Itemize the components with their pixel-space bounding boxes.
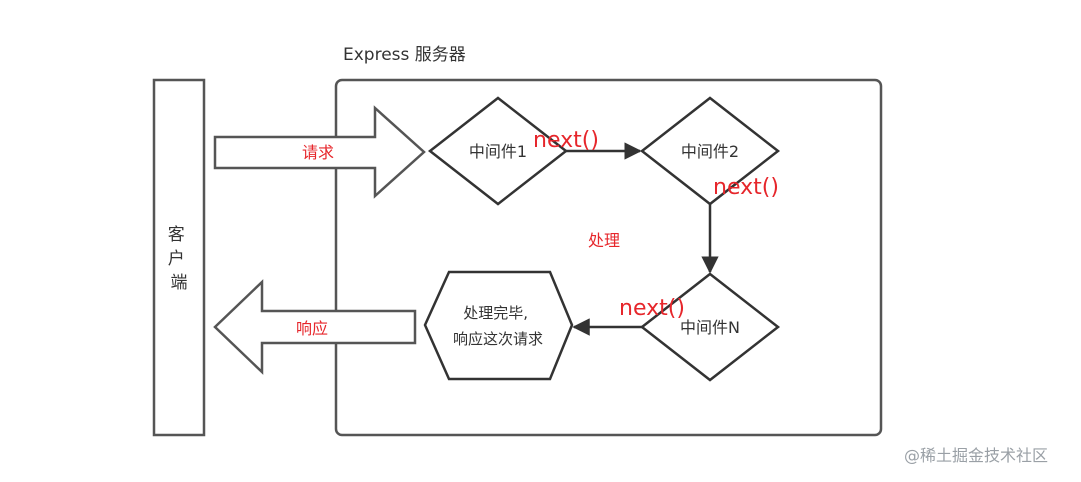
- express-server-container: [334, 78, 883, 437]
- middleware-n-diamond: [639, 272, 781, 382]
- processing-label: 处理: [588, 231, 620, 250]
- client-box: [152, 78, 206, 437]
- client-label: 客 户 端: [168, 225, 190, 293]
- done-label-line-1: 处理完毕,: [463, 304, 528, 322]
- request-arrow: [213, 105, 426, 199]
- middleware-n-label: 中间件N: [680, 318, 740, 337]
- next-label-3: next(): [619, 296, 685, 321]
- server-title: Express 服务器: [343, 45, 466, 65]
- done-hexagon: [423, 270, 574, 381]
- next-label-1: next(): [533, 128, 599, 153]
- watermark: @稀土掘金技术社区: [904, 446, 1048, 465]
- done-label: 处理完毕, 响应这次请求: [453, 304, 543, 348]
- request-label: 请求: [302, 143, 334, 162]
- middleware-1-diamond: [427, 96, 569, 206]
- response-arrow: [213, 279, 417, 375]
- next-label-2: next(): [713, 175, 779, 200]
- middleware-1-label: 中间件1: [469, 142, 527, 161]
- response-label: 响应: [296, 319, 328, 338]
- middleware-2-label: 中间件2: [681, 142, 739, 161]
- done-label-line-2: 响应这次请求: [453, 330, 543, 348]
